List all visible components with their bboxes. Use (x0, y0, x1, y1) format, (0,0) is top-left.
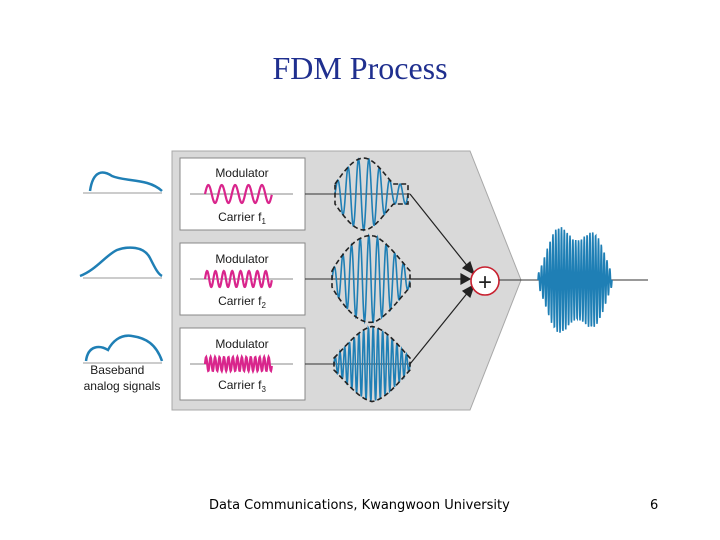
baseband-label-line-1: Baseband (90, 363, 144, 377)
slide-title: FDM Process (272, 50, 448, 86)
baseband-signal-3 (84, 334, 164, 362)
signal-envelope-2 (331, 234, 411, 324)
carrier-label-1: Carrier f1 (218, 210, 266, 226)
baseband-label-line-2: analog signals (84, 379, 161, 393)
modulated-wave-3 (333, 325, 411, 402)
signal-envelope-1 (334, 157, 409, 231)
modulated-wave-2 (331, 233, 411, 325)
carrier-waves (190, 183, 293, 375)
carrier-wave-2 (203, 269, 273, 289)
footer-text: Data Communications, Kwangwoon Universit… (209, 498, 510, 513)
carrier-wave-1 (203, 183, 273, 205)
carrier-label-3: Carrier f3 (218, 378, 266, 394)
signal-envelope-3 (333, 325, 411, 403)
carrier-wave-3 (203, 353, 273, 375)
baseband-signals (79, 171, 164, 364)
adder-symbol: + (478, 269, 492, 296)
modulated-wave-1 (334, 157, 409, 232)
carrier-label-2: Carrier f2 (218, 294, 266, 310)
adder-circle (470, 266, 500, 296)
baseband-label: Baseband analog signals (84, 363, 161, 393)
page-number: 6 (650, 498, 659, 513)
baseband-signal-1 (88, 171, 163, 192)
arrows-to-adder (409, 193, 476, 365)
modulated-signals (331, 157, 411, 403)
modulator-label-3: Modulator (215, 337, 268, 351)
composite-wave (537, 227, 613, 333)
modulator-label-1: Modulator (215, 166, 268, 180)
modulator-label-2: Modulator (215, 252, 268, 266)
baseband-signal-2 (79, 246, 163, 278)
composite-fdm-signal (537, 227, 613, 333)
